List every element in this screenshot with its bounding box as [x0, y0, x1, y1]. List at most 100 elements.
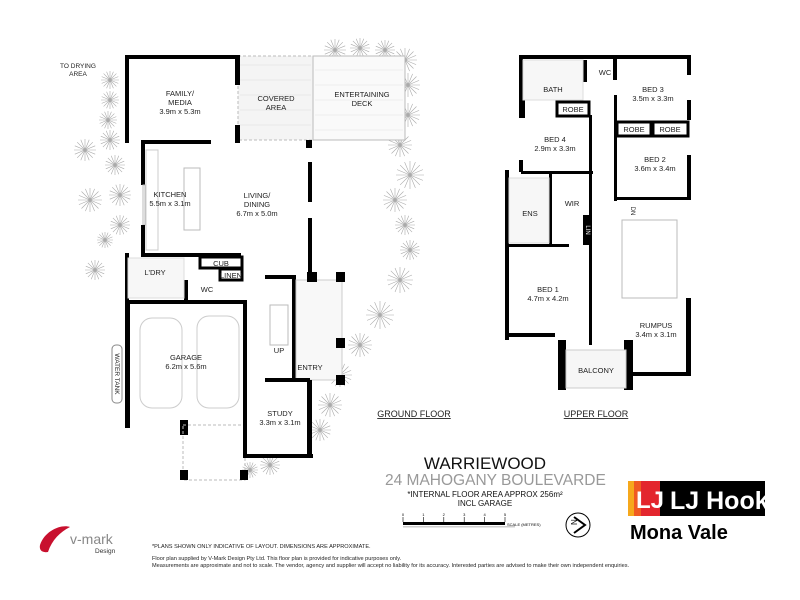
drying-area-label-2: AREA	[69, 71, 87, 78]
svg-text:LJ: LJ	[636, 487, 664, 514]
water-tank-label: WATER TANK	[113, 353, 120, 395]
family-size: 3.9m x 5.3m	[159, 107, 200, 116]
linen-label: LINEN	[220, 271, 242, 280]
tree-icon	[101, 91, 119, 109]
tree-icon	[110, 215, 130, 235]
area-note-garage: INCL GARAGE	[457, 499, 513, 508]
tree-icon	[387, 267, 413, 293]
scale-tick-label: 3	[463, 512, 466, 517]
robe-label: ROBE	[623, 125, 644, 134]
tree-icon	[309, 419, 331, 441]
scale-tick-label: 0	[402, 512, 405, 517]
svg-text:BED 14.7m x 4.2m: BED 14.7m x 4.2m	[527, 285, 568, 303]
covered-label: COVERED	[257, 94, 295, 103]
tree-icon	[99, 111, 117, 129]
balcony-label: BALCONY	[578, 366, 614, 375]
entry-label: ENTRY	[297, 363, 322, 372]
bed1-label: BED 1	[537, 285, 559, 294]
disclaimer-3: Measurements are approximate and not to …	[152, 563, 630, 569]
tree-icon	[400, 240, 420, 260]
family-label-2: MEDIA	[168, 98, 192, 107]
scale-tick-label: 5	[504, 512, 507, 517]
suburb-title: WARRIEWOOD	[423, 454, 547, 473]
cub-label: CUB	[213, 259, 229, 268]
v-mark-design-logo: v-mark Design	[39, 526, 116, 555]
tree-icon	[85, 260, 105, 280]
svg-text:v-mark: v-mark	[70, 531, 114, 547]
north-arrow-icon: N	[565, 512, 591, 538]
wc-label: WC	[201, 285, 214, 294]
garage-size: 6.2m x 5.6m	[165, 362, 206, 371]
upper-wc-label: WC	[599, 68, 612, 77]
svg-text:Design: Design	[95, 548, 116, 555]
bed4-size: 2.9m x 3.3m	[534, 144, 575, 153]
tree-icon	[375, 40, 395, 60]
drying-area-label: TO DRYING	[60, 63, 96, 70]
deck-label-2: DECK	[352, 99, 373, 108]
upper-floor-plan	[505, 55, 691, 390]
covered-label-2: AREA	[266, 103, 286, 112]
deck-label: ENTERTAINING	[334, 90, 389, 99]
svg-text:BED 42.9m x 3.3m: BED 42.9m x 3.3m	[534, 135, 575, 153]
tree-icon	[100, 130, 120, 150]
kitchen-size: 5.5m x 3.1m	[149, 199, 190, 208]
lj-hooker-logo: LJ	[628, 481, 765, 516]
svg-text:BED 33.5m x 3.3m: BED 33.5m x 3.3m	[632, 85, 673, 103]
bath-label: BATH	[543, 85, 562, 94]
disclaimer-1: *PLANS SHOWN ONLY INDICATIVE OF LAYOUT. …	[152, 544, 371, 550]
tree-icon	[324, 39, 346, 61]
svg-text:BED 23.6m x 3.4m: BED 23.6m x 3.4m	[634, 155, 675, 173]
garage-label: GARAGE	[170, 353, 202, 362]
scale-tick-label: 4	[483, 512, 486, 517]
lin-label: LIN	[584, 225, 590, 234]
bed1-size: 4.7m x 4.2m	[527, 294, 568, 303]
landscaping-trees	[74, 38, 424, 478]
scale-bar	[403, 522, 515, 528]
office-name: Mona Vale	[630, 522, 728, 544]
tree-icon	[350, 38, 370, 58]
scale-label: SCALE (METRES)	[507, 522, 541, 527]
tree-icon	[109, 184, 131, 206]
area-note: *INTERNAL FLOOR AREA APPROX 256m²	[407, 490, 563, 499]
laundry-label: L'DRY	[144, 268, 165, 277]
tree-icon	[396, 161, 424, 189]
stair-down-label: DN	[629, 207, 635, 216]
scale-tick-label: 2	[443, 512, 446, 517]
upper-floor-heading: UPPER FLOOR	[564, 409, 629, 419]
bed2-size: 3.6m x 3.4m	[634, 164, 675, 173]
tree-icon	[348, 333, 372, 357]
rumpus-label: RUMPUS	[640, 321, 673, 330]
bed3-size: 3.5m x 3.3m	[632, 94, 673, 103]
study-label: STUDY	[267, 409, 292, 418]
living-size: 6.7m x 5.0m	[236, 209, 277, 218]
tree-icon	[318, 393, 342, 417]
kitchen-label: KITCHEN	[154, 190, 187, 199]
robe-label: ROBE	[659, 125, 680, 134]
bed2-label: BED 2	[644, 155, 666, 164]
study-size: 3.3m x 3.1m	[259, 418, 300, 427]
bed4-label: BED 4	[544, 135, 566, 144]
tree-icon	[97, 232, 113, 248]
scale-tick-label: 1	[422, 512, 425, 517]
tree-icon	[101, 71, 119, 89]
rumpus-size: 3.4m x 3.1m	[635, 330, 676, 339]
brand-name: LJ Hooker	[670, 487, 793, 515]
ground-floor-plan	[111, 55, 406, 481]
bed3-label: BED 3	[642, 85, 664, 94]
family-label: FAMILY/	[166, 89, 195, 98]
tree-icon	[366, 301, 394, 329]
disclaimer-2: Floor plan supplied by V-Mark Design Pty…	[152, 556, 402, 562]
tree-icon	[383, 188, 407, 212]
tree-icon	[260, 455, 280, 475]
ens-label: ENS	[522, 209, 537, 218]
